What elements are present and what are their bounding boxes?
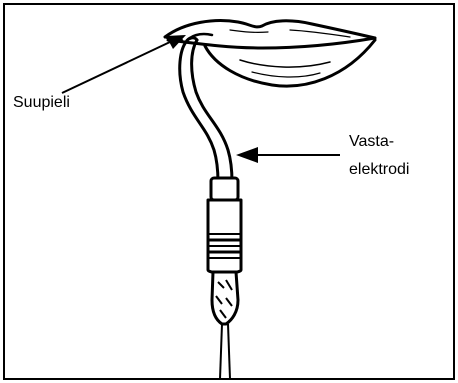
mouth-corner-label: Suupieli xyxy=(13,93,70,112)
counter-electrode-arrow xyxy=(236,147,340,163)
lips-illustration xyxy=(165,21,375,87)
counter-electrode-wire xyxy=(180,34,232,182)
electrode-handle xyxy=(208,178,241,379)
mouth-corner-arrow xyxy=(62,35,186,93)
counter-electrode-label-line1: Vasta- xyxy=(349,132,394,151)
counter-electrode-label-line2: elektrodi xyxy=(349,160,409,179)
